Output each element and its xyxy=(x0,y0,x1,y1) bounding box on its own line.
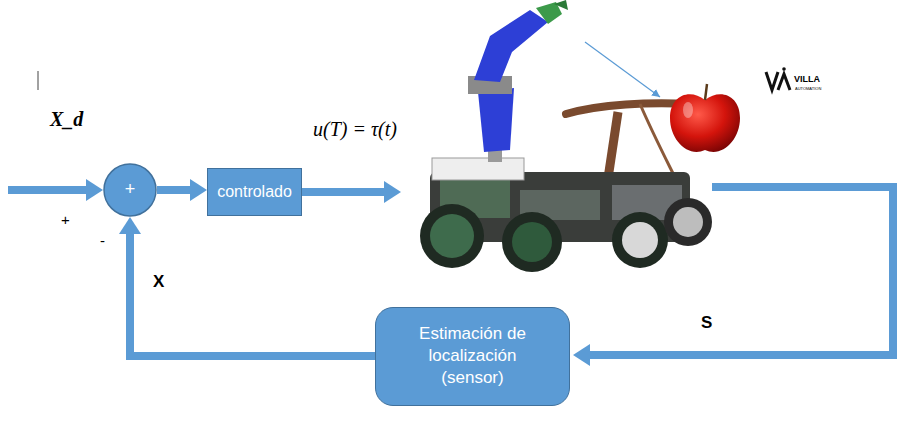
signal-label: S xyxy=(701,314,712,333)
summing-junction: + xyxy=(103,163,157,217)
cursor-mark xyxy=(38,71,39,90)
node-text: + xyxy=(125,178,136,201)
node-text: controlado xyxy=(217,182,292,203)
robot-illustration xyxy=(420,0,712,272)
logo-text: VILLA xyxy=(794,75,820,85)
control-signal-label: u(T) = τ(t) xyxy=(313,118,397,140)
logo-text: AUTOMATION xyxy=(795,87,821,91)
sensor-box: Estimación de localización (sensor) xyxy=(375,307,570,406)
feedback-arrow xyxy=(157,186,190,194)
sign-label: - xyxy=(100,233,105,250)
controller-box: controlado xyxy=(207,168,302,216)
setpoint-label: X_d xyxy=(50,108,83,130)
node-text: Estimación de localización (sensor) xyxy=(398,323,548,389)
logo-symbol xyxy=(766,67,790,90)
sign-label: + xyxy=(61,212,70,229)
apple-illustration xyxy=(670,84,740,152)
input-arrow xyxy=(8,186,86,194)
pointer-line xyxy=(585,42,660,97)
signal-label: X xyxy=(153,273,164,292)
control-arrow xyxy=(302,188,384,196)
feedback-arrow xyxy=(130,234,375,356)
